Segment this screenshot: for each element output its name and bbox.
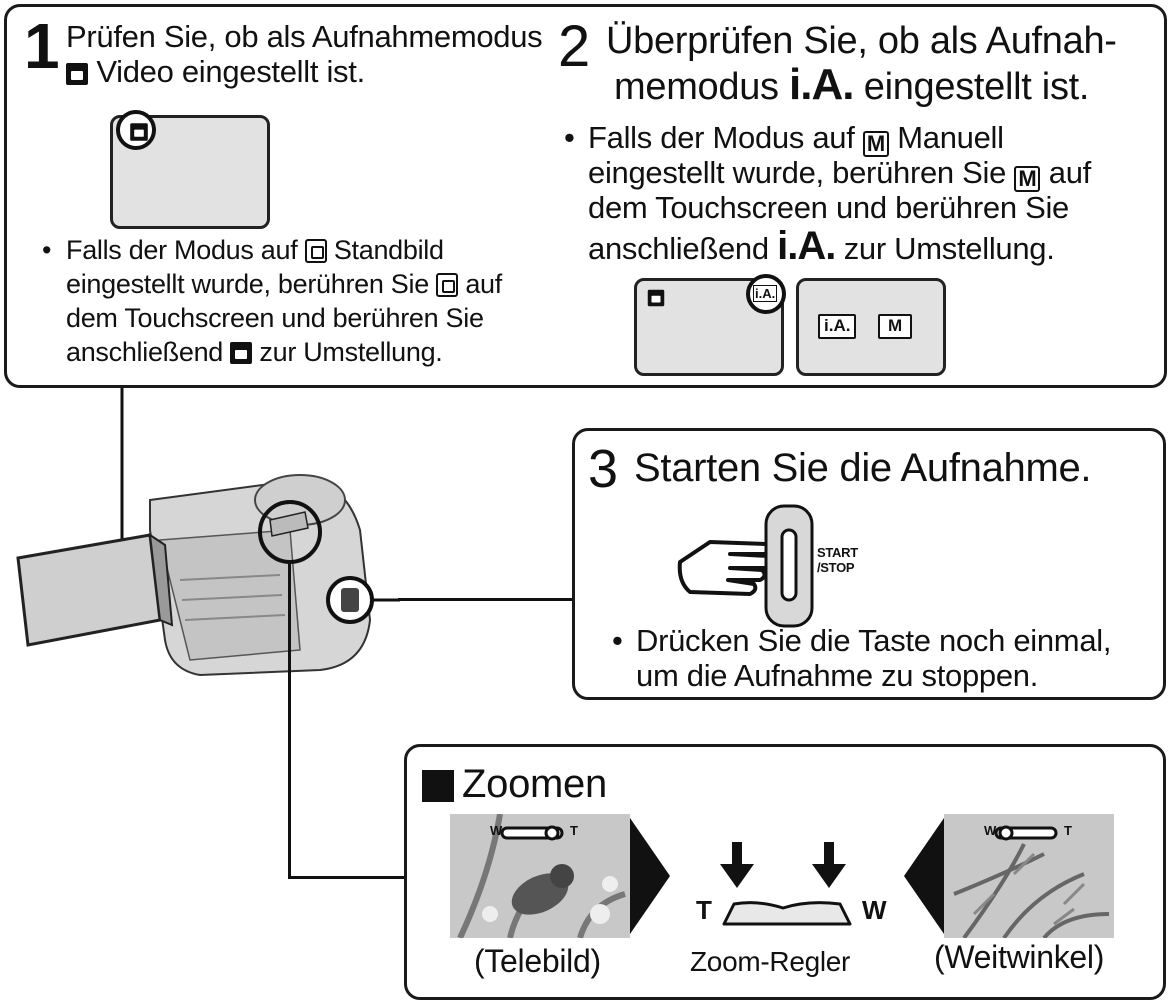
- step3-number: 3: [588, 439, 619, 499]
- video-mode-icon: [230, 342, 253, 365]
- arrow-right-icon: [630, 818, 670, 934]
- zoom-title: Zoomen: [462, 762, 607, 806]
- tele-slider-t-label: T: [570, 823, 578, 838]
- video-mode-icon: [66, 62, 88, 85]
- step2-bullet: Falls der Modus auf M Manuell eingestell…: [564, 121, 1091, 268]
- step3-bullet: Drücken Sie die Taste noch einmal, um di…: [612, 623, 1111, 693]
- manual-mode-icon: M: [862, 131, 889, 157]
- connector-zoom-vertical: [288, 560, 291, 878]
- zoom-lever-label: Zoom-Regler: [690, 946, 851, 977]
- zoom-lever-illustration: [720, 842, 852, 926]
- step2-lcd-screen: [634, 278, 784, 376]
- ia-button[interactable]: i.A.: [818, 314, 857, 339]
- connector-zoom-horizontal: [288, 876, 406, 879]
- step3-title: Starten Sie die Aufnahme.: [634, 446, 1092, 490]
- lever-w-label: W: [862, 895, 887, 925]
- wide-slider-t-label: T: [1064, 823, 1072, 838]
- zoom-lever-icon: [722, 901, 852, 926]
- arrow-left-icon: [904, 818, 944, 934]
- wide-slider-w-label: W: [984, 823, 996, 838]
- step1-heading-line2: Video eingestellt ist.: [66, 54, 542, 90]
- down-arrow-icon: [824, 842, 834, 866]
- tele-label: (Telebild): [474, 943, 601, 979]
- manual-button[interactable]: M: [878, 314, 913, 339]
- step2-heading-line1: Überprüfen Sie, ob als Aufnah-: [606, 20, 1117, 62]
- pointing-hand-icon: [677, 540, 774, 596]
- step1-bullet: Falls der Modus auf Standbild eingestell…: [42, 233, 502, 369]
- step1-mode-circle: [116, 110, 156, 150]
- wide-photo: [944, 814, 1114, 938]
- camcorder-illustration: [16, 388, 400, 677]
- manual-mode-icon: M: [1014, 166, 1041, 192]
- press-button-illustration: [677, 504, 814, 628]
- step2-heading-line2: memodus i.A. eingestellt ist.: [614, 59, 1090, 109]
- start-stop-label: START /STOP: [817, 545, 858, 575]
- tele-photo: [450, 814, 630, 938]
- down-arrow-icon: [732, 842, 742, 866]
- step1-number: 1: [24, 10, 60, 82]
- step2-number: 2: [558, 14, 591, 79]
- video-mode-icon: [130, 123, 148, 141]
- step1-heading-line1: Prüfen Sie, ob als Aufnahmemodus: [66, 19, 543, 54]
- step2-heading: Überprüfen Sie, ob als Aufnah- memodus i…: [606, 20, 1117, 109]
- ia-mode-icon: i.A.: [777, 223, 836, 268]
- tele-slider-w-label: W: [490, 823, 502, 838]
- step1-heading: Prüfen Sie, ob als Aufnahmemodus Video e…: [66, 19, 543, 90]
- lever-t-label: T: [696, 895, 712, 925]
- video-mode-icon: [647, 289, 665, 307]
- zoom-square-marker: [422, 770, 454, 802]
- still-mode-icon: [436, 273, 459, 298]
- step2-ia-circle: i.A.: [746, 274, 786, 314]
- still-mode-icon: [304, 239, 327, 263]
- wide-label: (Weitwinkel): [934, 939, 1105, 975]
- ia-mode-icon: i.A.: [789, 59, 854, 109]
- connector-step3: [398, 598, 574, 601]
